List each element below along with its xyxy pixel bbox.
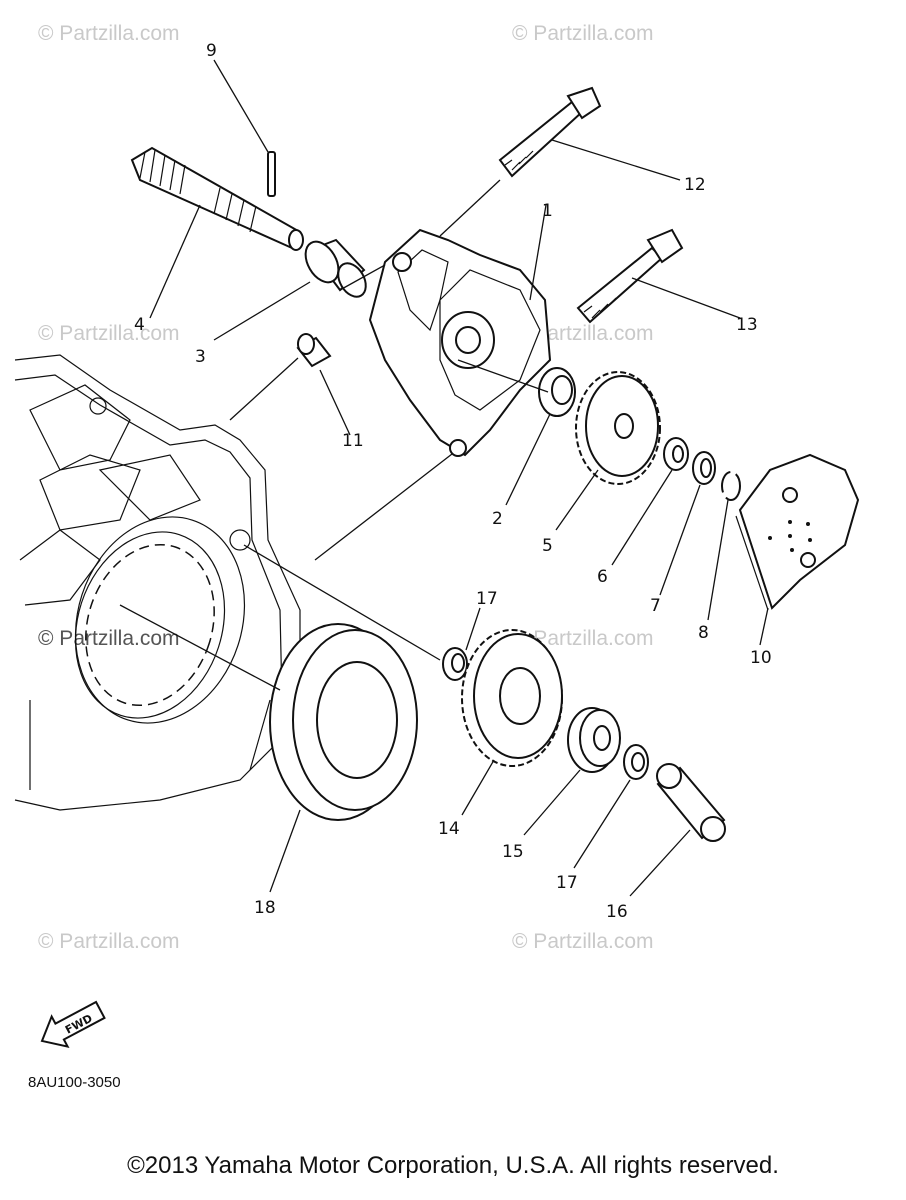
forward-arrow-icon: FWD bbox=[40, 1000, 106, 1049]
watermark: © Partzilla.com bbox=[512, 627, 654, 650]
bushing-part-3 bbox=[304, 238, 367, 298]
callout-5: 5 bbox=[542, 536, 553, 556]
callout-4: 4 bbox=[134, 315, 145, 335]
callout-10: 10 bbox=[750, 648, 772, 668]
watermark: © Partzilla.com bbox=[38, 322, 180, 345]
callout-15: 15 bbox=[502, 842, 524, 862]
gear-part-14 bbox=[461, 629, 563, 767]
nut-part-6 bbox=[663, 437, 689, 471]
washer-part-17 bbox=[442, 647, 468, 681]
leader-lines bbox=[119, 59, 769, 897]
callout-7: 7 bbox=[650, 596, 661, 616]
seal-part-2 bbox=[538, 367, 576, 417]
callouts: 9 12 1 13 4 3 11 2 5 6 17 7 8 10 14 15 1… bbox=[134, 41, 772, 922]
watermark: © Partzilla.com bbox=[38, 22, 180, 45]
pin-part-9 bbox=[267, 151, 276, 197]
callout-14: 14 bbox=[438, 819, 460, 839]
ring-part-18 bbox=[269, 623, 418, 821]
callout-1: 1 bbox=[542, 201, 553, 221]
copyright-notice: ©2013 Yamaha Motor Corporation, U.S.A. A… bbox=[127, 1152, 779, 1179]
watermark: © Partzilla.com bbox=[512, 22, 654, 45]
callout-17: 17 bbox=[476, 589, 498, 609]
callout-17-lower: 17 bbox=[556, 873, 578, 893]
callout-3: 3 bbox=[195, 347, 206, 367]
callout-13: 13 bbox=[736, 315, 758, 335]
parts-diagram: © Partzilla.com © Partzilla.com © Partzi… bbox=[14, 22, 860, 1091]
callout-9: 9 bbox=[206, 41, 217, 61]
crankcase bbox=[14, 354, 301, 811]
callout-12: 12 bbox=[684, 175, 706, 195]
collar-part-16 bbox=[656, 763, 726, 842]
circlip-part-8 bbox=[721, 471, 741, 501]
callout-11: 11 bbox=[342, 431, 364, 451]
cover-part-1 bbox=[368, 228, 552, 457]
diagram-code: 8AU100-3050 bbox=[28, 1074, 121, 1091]
bearing-part-15 bbox=[567, 707, 621, 773]
gear-part-5 bbox=[575, 371, 661, 485]
bolt-part-12 bbox=[498, 86, 602, 178]
washer-part-17-lower bbox=[623, 744, 649, 780]
plate-part-10 bbox=[735, 453, 860, 611]
callout-8: 8 bbox=[698, 623, 709, 643]
watermark: © Partzilla.com bbox=[38, 930, 180, 953]
watermark: © Partzilla.com bbox=[512, 930, 654, 953]
watermark: © Partzilla.com bbox=[38, 627, 180, 650]
dowel-part-11 bbox=[296, 333, 332, 368]
callout-16: 16 bbox=[606, 902, 628, 922]
callout-2: 2 bbox=[492, 509, 503, 529]
washer-part-7 bbox=[692, 451, 716, 485]
shaft-part-4 bbox=[130, 146, 304, 251]
bolt-part-13 bbox=[576, 228, 684, 324]
callout-18: 18 bbox=[254, 898, 276, 918]
callout-6: 6 bbox=[597, 567, 608, 587]
